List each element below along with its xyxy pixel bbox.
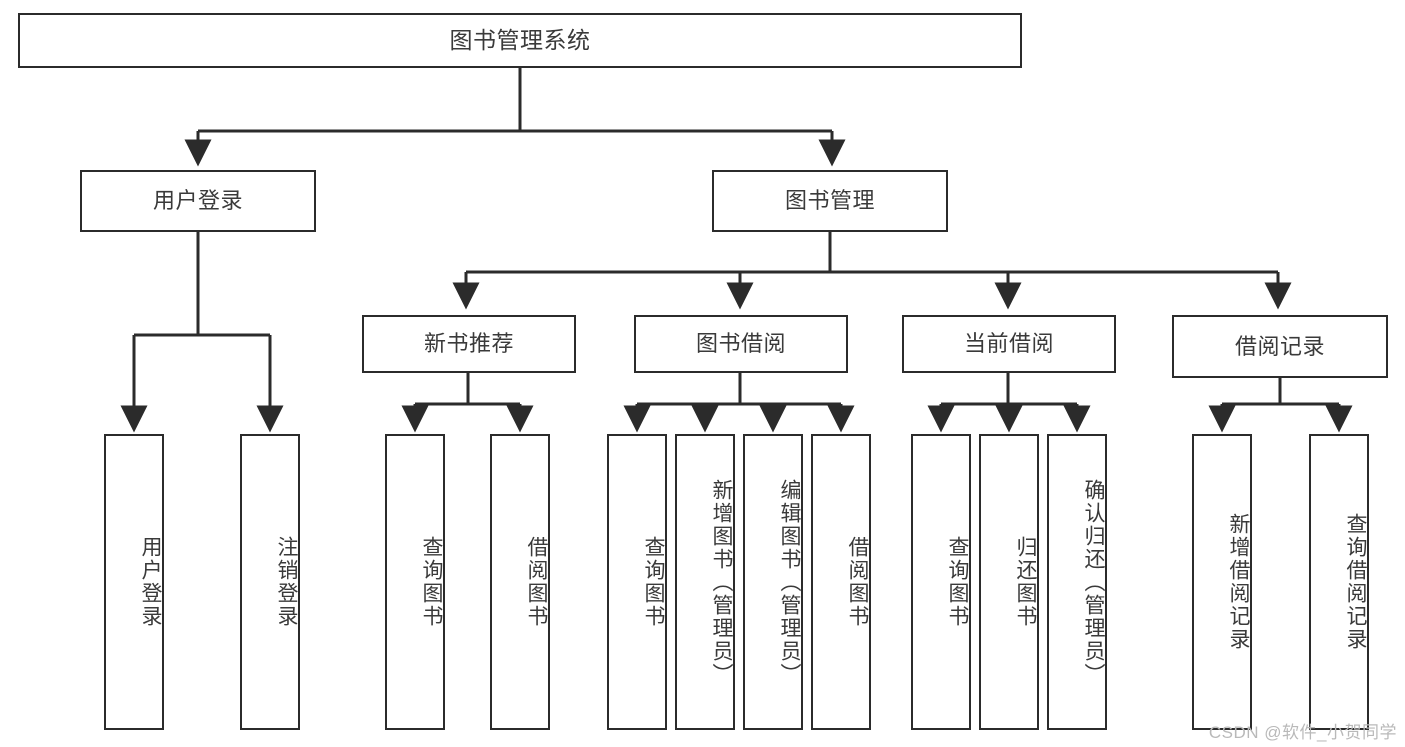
node-label: 归还图书: [1014, 536, 1037, 628]
node-root-system[interactable]: 图书管理系统: [18, 13, 1022, 68]
node-label: 当前借阅: [963, 331, 1054, 357]
node-label: 查询图书: [642, 536, 665, 628]
node-label: 用户登录: [152, 188, 243, 214]
node-label: 用户登录: [139, 536, 162, 628]
leaf-return-book[interactable]: 归还图书: [979, 434, 1039, 730]
leaf-query-borrow-record[interactable]: 查询借阅记录: [1309, 434, 1369, 730]
node-label: 查询借阅记录: [1344, 513, 1367, 651]
leaf-query-book-borrow[interactable]: 查询图书: [607, 434, 667, 730]
node-label: 借阅图书: [846, 536, 869, 628]
node-label: 新书推荐: [423, 331, 514, 357]
node-label: 图书管理: [784, 188, 875, 214]
leaf-borrow-book[interactable]: 借阅图书: [811, 434, 871, 730]
node-borrow-record[interactable]: 借阅记录: [1172, 315, 1388, 378]
leaf-logout-login[interactable]: 注销登录: [240, 434, 300, 730]
leaf-query-book-recommend[interactable]: 查询图书: [385, 434, 445, 730]
node-label: 编辑图书（管理员）: [778, 478, 801, 686]
node-book-management[interactable]: 图书管理: [712, 170, 948, 232]
node-user-login[interactable]: 用户登录: [80, 170, 316, 232]
csdn-watermark: CSDN @软件_小贺同学: [1208, 723, 1397, 742]
leaf-user-login[interactable]: 用户登录: [104, 434, 164, 730]
node-book-borrow[interactable]: 图书借阅: [634, 315, 848, 373]
node-label: 借阅图书: [525, 536, 548, 628]
leaf-edit-book-admin[interactable]: 编辑图书（管理员）: [743, 434, 803, 730]
leaf-add-borrow-record[interactable]: 新增借阅记录: [1192, 434, 1252, 730]
node-label: 确认归还（管理员）: [1082, 478, 1105, 686]
node-current-borrow[interactable]: 当前借阅: [902, 315, 1116, 373]
leaf-query-book-current[interactable]: 查询图书: [911, 434, 971, 730]
node-label: 图书借阅: [695, 331, 786, 357]
node-label: 借阅记录: [1234, 333, 1325, 359]
node-new-book-recommend[interactable]: 新书推荐: [362, 315, 576, 373]
leaf-add-book-admin[interactable]: 新增图书（管理员）: [675, 434, 735, 730]
node-label: 图书管理系统: [449, 26, 591, 53]
node-label: 新增借阅记录: [1227, 513, 1250, 651]
node-label: 新增图书（管理员）: [710, 478, 733, 686]
node-label: 查询图书: [946, 536, 969, 628]
node-label: 查询图书: [420, 536, 443, 628]
leaf-borrow-book-recommend[interactable]: 借阅图书: [490, 434, 550, 730]
node-label: 注销登录: [275, 536, 298, 628]
leaf-confirm-return-admin[interactable]: 确认归还（管理员）: [1047, 434, 1107, 730]
